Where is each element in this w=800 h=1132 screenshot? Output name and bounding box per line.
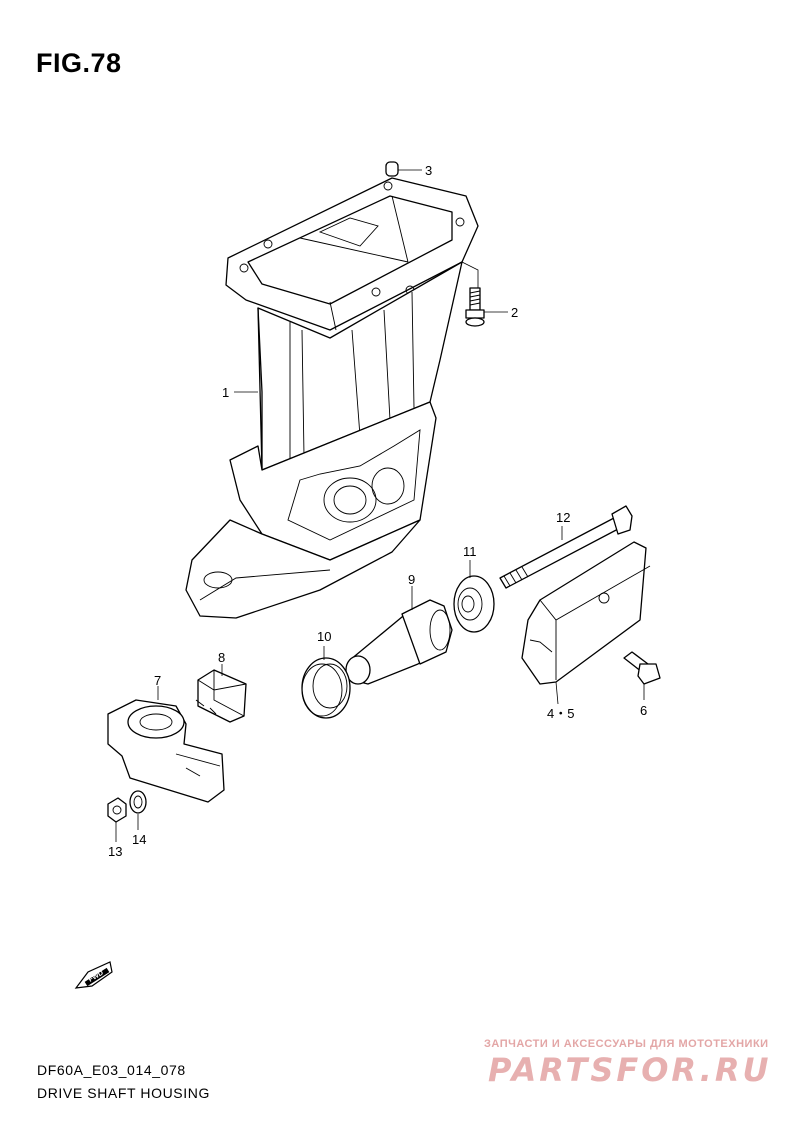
callout-4-5: 4・5 [547, 706, 574, 721]
diagram-code: DF60A_E03_014_078 [37, 1062, 186, 1078]
washer-part-14 [129, 790, 147, 814]
drive-shaft-housing [185, 177, 479, 619]
nut-part-13 [107, 797, 127, 823]
callout-6: 6 [640, 703, 647, 718]
callout-14: 14 [132, 832, 146, 847]
through-bolt-part-12 [499, 505, 633, 589]
mount-housing-part-7 [107, 699, 225, 803]
callout-9: 9 [408, 572, 415, 587]
figure-title: FIG.78 [36, 48, 122, 78]
callout-2: 2 [511, 305, 518, 320]
bolt-part-6 [623, 651, 661, 685]
bolt-part-2 [465, 287, 485, 327]
callout-11: 11 [463, 544, 477, 559]
bracket-cover-part-4-5 [521, 541, 651, 685]
forward-direction-arrow: FWD [74, 961, 113, 989]
watermark-subtitle: ЗАПЧАСТИ И АКСЕССУАРЫ ДЛЯ МОТОТЕХНИКИ [484, 1038, 769, 1050]
callout-7: 7 [154, 673, 161, 688]
diagram-caption: DRIVE SHAFT HOUSING [37, 1085, 210, 1101]
mount-sleeve-part-9 [345, 599, 453, 685]
watermark-logo: PARTSFOR.RU [488, 1051, 772, 1089]
part-number-callouts: 1 2 3 4・5 6 7 8 9 10 11 12 13 14 [108, 163, 647, 859]
dowel-pin-part-3 [385, 161, 399, 177]
callout-10: 10 [317, 629, 331, 644]
callout-8: 8 [218, 650, 225, 665]
mount-rubber-part-8 [195, 669, 247, 723]
mount-ring-part-10 [301, 657, 351, 719]
callout-13: 13 [108, 844, 122, 859]
callout-1: 1 [222, 385, 229, 400]
leader-lines [115, 169, 645, 842]
callout-3: 3 [425, 163, 432, 178]
mount-ring-part-11 [453, 575, 495, 633]
callout-12: 12 [556, 510, 570, 525]
